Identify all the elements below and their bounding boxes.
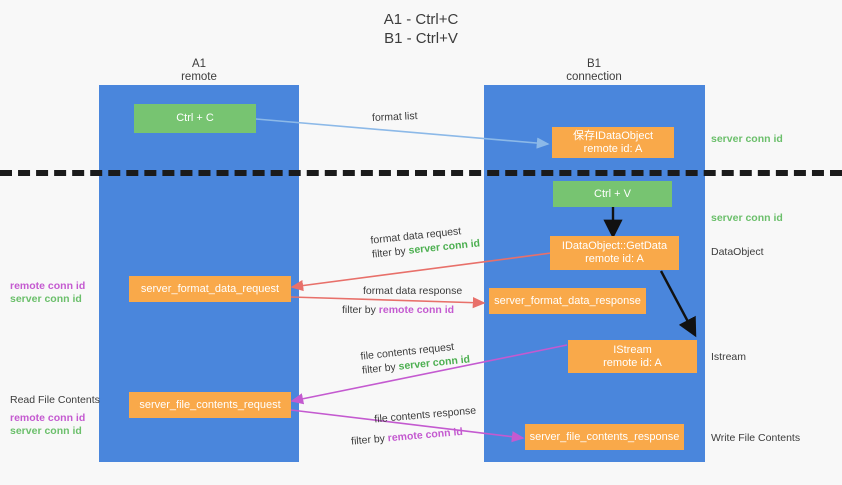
column-a1-name: A1 bbox=[191, 58, 207, 70]
label-server-conn-id-second: server conn id bbox=[711, 212, 783, 224]
title-line-2: B1 - Ctrl+V bbox=[384, 30, 458, 47]
box-save-idataobject[interactable]: 保存IDataObject remote id: A bbox=[552, 127, 674, 158]
edge-label-file-contents-response: file contents response filter by remote … bbox=[351, 404, 479, 448]
box-server-file-contents-request-label: server_file_contents_request bbox=[139, 398, 281, 411]
column-header-b1: B1 connection bbox=[534, 58, 654, 84]
box-getdata-line1: IDataObject::GetData bbox=[561, 240, 668, 252]
box-ctrl-c-label: Ctrl + C bbox=[176, 112, 214, 124]
label-istream: Istream bbox=[711, 351, 747, 363]
box-save-idataobject-line1: 保存IDataObject bbox=[572, 129, 654, 142]
edge-label-file-contents-response-text: file contents response bbox=[373, 404, 477, 426]
column-b1-role: connection bbox=[566, 71, 622, 83]
edge-label-file-contents-response-filter: filter by remote conn id bbox=[351, 424, 479, 449]
box-server-format-data-request-label: server_format_data_request bbox=[140, 282, 280, 295]
box-server-file-contents-response[interactable]: server_file_contents_response bbox=[525, 424, 684, 450]
box-server-file-contents-response-label: server_file_contents_response bbox=[529, 430, 680, 443]
filter-key-remote-conn-id: remote conn id bbox=[378, 304, 455, 316]
box-ctrl-v[interactable]: Ctrl + V bbox=[553, 181, 672, 207]
label-format-server-conn-id: server conn id bbox=[10, 293, 82, 305]
column-header-a1: A1 remote bbox=[139, 58, 259, 84]
filter-prefix: filter by bbox=[371, 244, 410, 261]
label-dataobject: DataObject bbox=[711, 246, 764, 258]
edge-label-format-list: format list bbox=[372, 109, 418, 125]
column-a1-role: remote bbox=[181, 71, 217, 83]
edge-label-format-data-response: format data response filter by remote co… bbox=[342, 284, 463, 317]
label-format-remote-conn-id: remote conn id bbox=[10, 280, 86, 292]
edge-label-format-data-response-filter: filter by remote conn id bbox=[342, 303, 462, 317]
filter-prefix: filter by bbox=[361, 360, 400, 377]
box-istream-line2: remote id: A bbox=[603, 356, 662, 369]
box-ctrl-v-label: Ctrl + V bbox=[594, 187, 631, 200]
edge-label-format-list-text: format list bbox=[371, 110, 418, 124]
edge-label-format-data-request: format data request filter by server con… bbox=[370, 222, 481, 261]
box-idataobject-getdata[interactable]: IDataObject::GetData remote id: A bbox=[550, 236, 679, 270]
box-istream-line1: IStream bbox=[613, 343, 652, 356]
filter-prefix: filter by bbox=[342, 304, 379, 316]
title-line-1: A1 - Ctrl+C bbox=[383, 11, 459, 28]
edge-label-format-data-response-text: format data response bbox=[363, 285, 463, 297]
label-write-file-contents: Write File Contents bbox=[711, 432, 801, 444]
label-file-server-conn-id: server conn id bbox=[10, 425, 82, 437]
filter-prefix: filter by bbox=[350, 432, 389, 448]
box-server-file-contents-request[interactable]: server_file_contents_request bbox=[129, 392, 291, 418]
box-server-format-data-response[interactable]: server_format_data_response bbox=[489, 288, 646, 314]
box-server-format-data-request[interactable]: server_format_data_request bbox=[129, 276, 291, 302]
filter-key-remote-conn-id: remote conn id bbox=[387, 425, 464, 445]
box-save-idataobject-line2: remote id: A bbox=[583, 142, 643, 155]
phase-divider bbox=[0, 170, 842, 176]
box-server-format-data-response-label: server_format_data_response bbox=[494, 294, 641, 307]
label-server-conn-id-top: server conn id bbox=[711, 133, 783, 145]
label-file-remote-conn-id: remote conn id bbox=[10, 412, 86, 424]
diagram-title: A1 - Ctrl+C B1 - Ctrl+V bbox=[0, 10, 842, 48]
edge-label-file-contents-request: file contents request filter by server c… bbox=[360, 338, 471, 377]
box-istream[interactable]: IStream remote id: A bbox=[568, 340, 697, 373]
label-read-file-contents: Read File Contents bbox=[10, 394, 100, 406]
box-getdata-line2: remote id: A bbox=[585, 253, 644, 265]
column-b1-name: B1 bbox=[586, 58, 602, 70]
box-ctrl-c[interactable]: Ctrl + C bbox=[134, 104, 256, 133]
